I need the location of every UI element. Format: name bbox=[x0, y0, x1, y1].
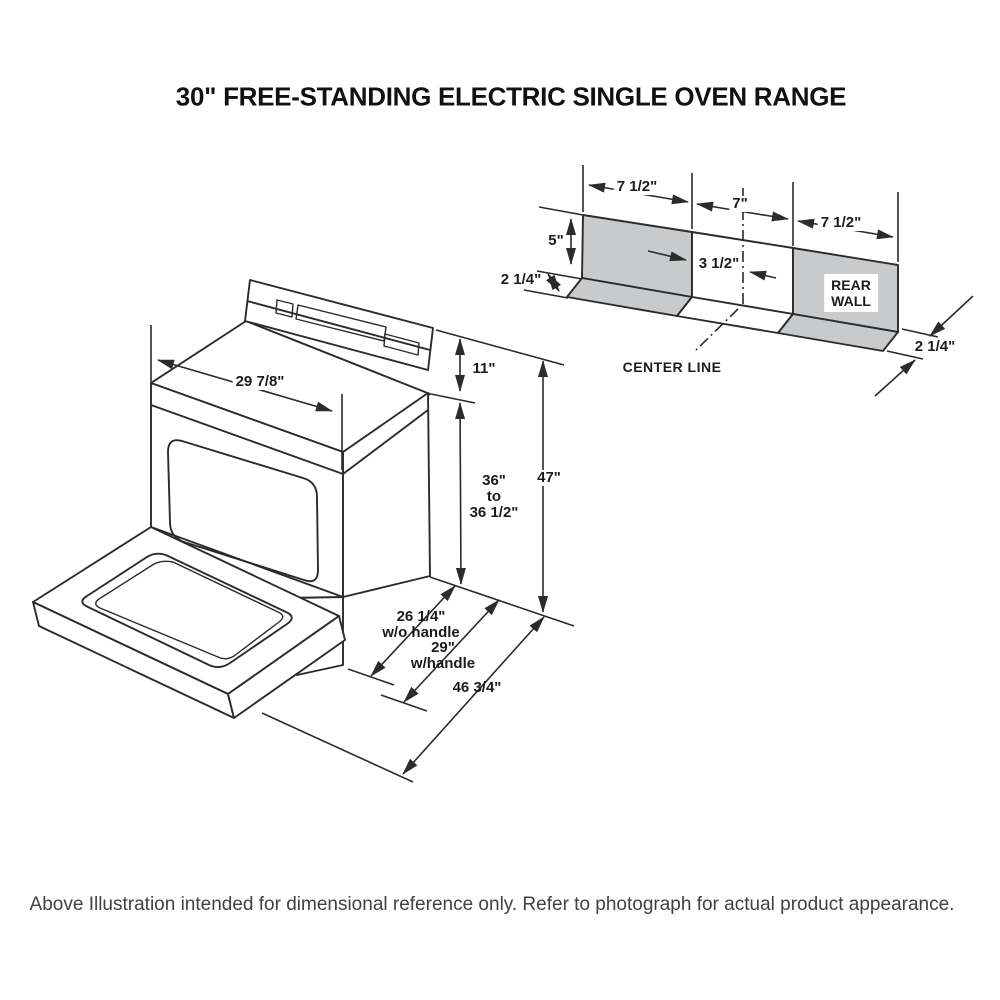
rear-wall-dimension-lines bbox=[523, 165, 974, 397]
side-crease bbox=[342, 409, 429, 475]
label-depth-door-open: 46 3/4" bbox=[452, 679, 502, 696]
page-title: 30" FREE-STANDING ELECTRIC SINGLE OVEN R… bbox=[175, 81, 847, 112]
label-depth-wo-handle-value: 26 1/4" bbox=[396, 608, 446, 625]
ext-line-wall-bottom-left bbox=[536, 270, 583, 280]
ext-tick-cooktop-level bbox=[430, 393, 476, 404]
label-wall-left-width: 7 1/2" bbox=[613, 179, 661, 195]
ext-line-rear-baseline bbox=[429, 576, 575, 627]
wall-skirt-right bbox=[777, 313, 899, 352]
label-cooktop-width: 29 7/8" bbox=[232, 374, 288, 390]
label-wall-center-width: 7" bbox=[729, 196, 751, 212]
arrow-right-depth-upper bbox=[929, 295, 974, 337]
label-cooktop-height-value: 36" bbox=[482, 472, 506, 489]
arrow-center-offset-right bbox=[749, 270, 777, 281]
oven-line-art bbox=[32, 279, 434, 719]
door-window-inner bbox=[95, 560, 284, 660]
label-overall-height: 47" bbox=[534, 470, 564, 486]
cooktop-band-edge bbox=[150, 404, 344, 475]
dim-depth-door-open bbox=[402, 616, 545, 775]
door-window-outer bbox=[81, 552, 293, 669]
center-line-diagonal bbox=[695, 308, 739, 351]
label-cooktop-height-value2: 36 1/2" bbox=[469, 504, 519, 521]
label-wall-right-depth: 2 1/4" bbox=[914, 338, 956, 355]
label-depth-w-handle: 29" w/handle bbox=[411, 640, 475, 672]
dim-cooktop-height bbox=[455, 402, 466, 585]
ext-tick-front-face bbox=[347, 668, 395, 686]
label-depth-w-handle-note: w/handle bbox=[410, 655, 476, 672]
label-wall-right-width: 7 1/2" bbox=[817, 215, 865, 231]
label-backsplash-height: 11" bbox=[472, 360, 496, 377]
door-right-edge bbox=[227, 615, 346, 719]
control-window-left bbox=[275, 299, 294, 318]
ext-line-door-open bbox=[261, 712, 414, 783]
oven-cavity-opening bbox=[167, 439, 319, 583]
control-window-right bbox=[383, 333, 420, 356]
ext-line-wall-top-left bbox=[538, 206, 584, 216]
oven-side-face bbox=[342, 392, 431, 598]
ext-line-skirt-right bbox=[886, 350, 924, 360]
rear-wall-label-line2: WALL bbox=[831, 293, 871, 309]
arrow-center-offset-left bbox=[647, 250, 687, 262]
label-wall-height: 5" bbox=[548, 232, 564, 249]
rear-wall-label: REAR WALL bbox=[824, 274, 878, 312]
ext-tick-handle bbox=[380, 694, 428, 712]
label-wall-center-offset: 3 1/2" bbox=[695, 256, 743, 272]
label-cooktop-height-to: to bbox=[486, 488, 502, 505]
rear-wall-label-line1: REAR bbox=[831, 277, 871, 293]
label-depth-wo-handle: 26 1/4" w/o handle bbox=[382, 609, 460, 641]
center-line-label: CENTER LINE bbox=[622, 359, 722, 375]
arrow-right-depth-lower bbox=[874, 359, 916, 397]
dim-left-depth bbox=[546, 273, 561, 292]
ext-line-skirt-left bbox=[523, 289, 569, 299]
label-depth-w-handle-value: 29" bbox=[431, 639, 455, 656]
backsplash-crease bbox=[246, 300, 431, 351]
label-cooktop-height: 36" to 36 1/2" bbox=[470, 473, 519, 521]
ext-line-top-height bbox=[435, 329, 565, 366]
label-wall-left-depth: 2 1/4" bbox=[500, 271, 542, 288]
page-caption: Above Illustration intended for dimensio… bbox=[29, 894, 955, 915]
